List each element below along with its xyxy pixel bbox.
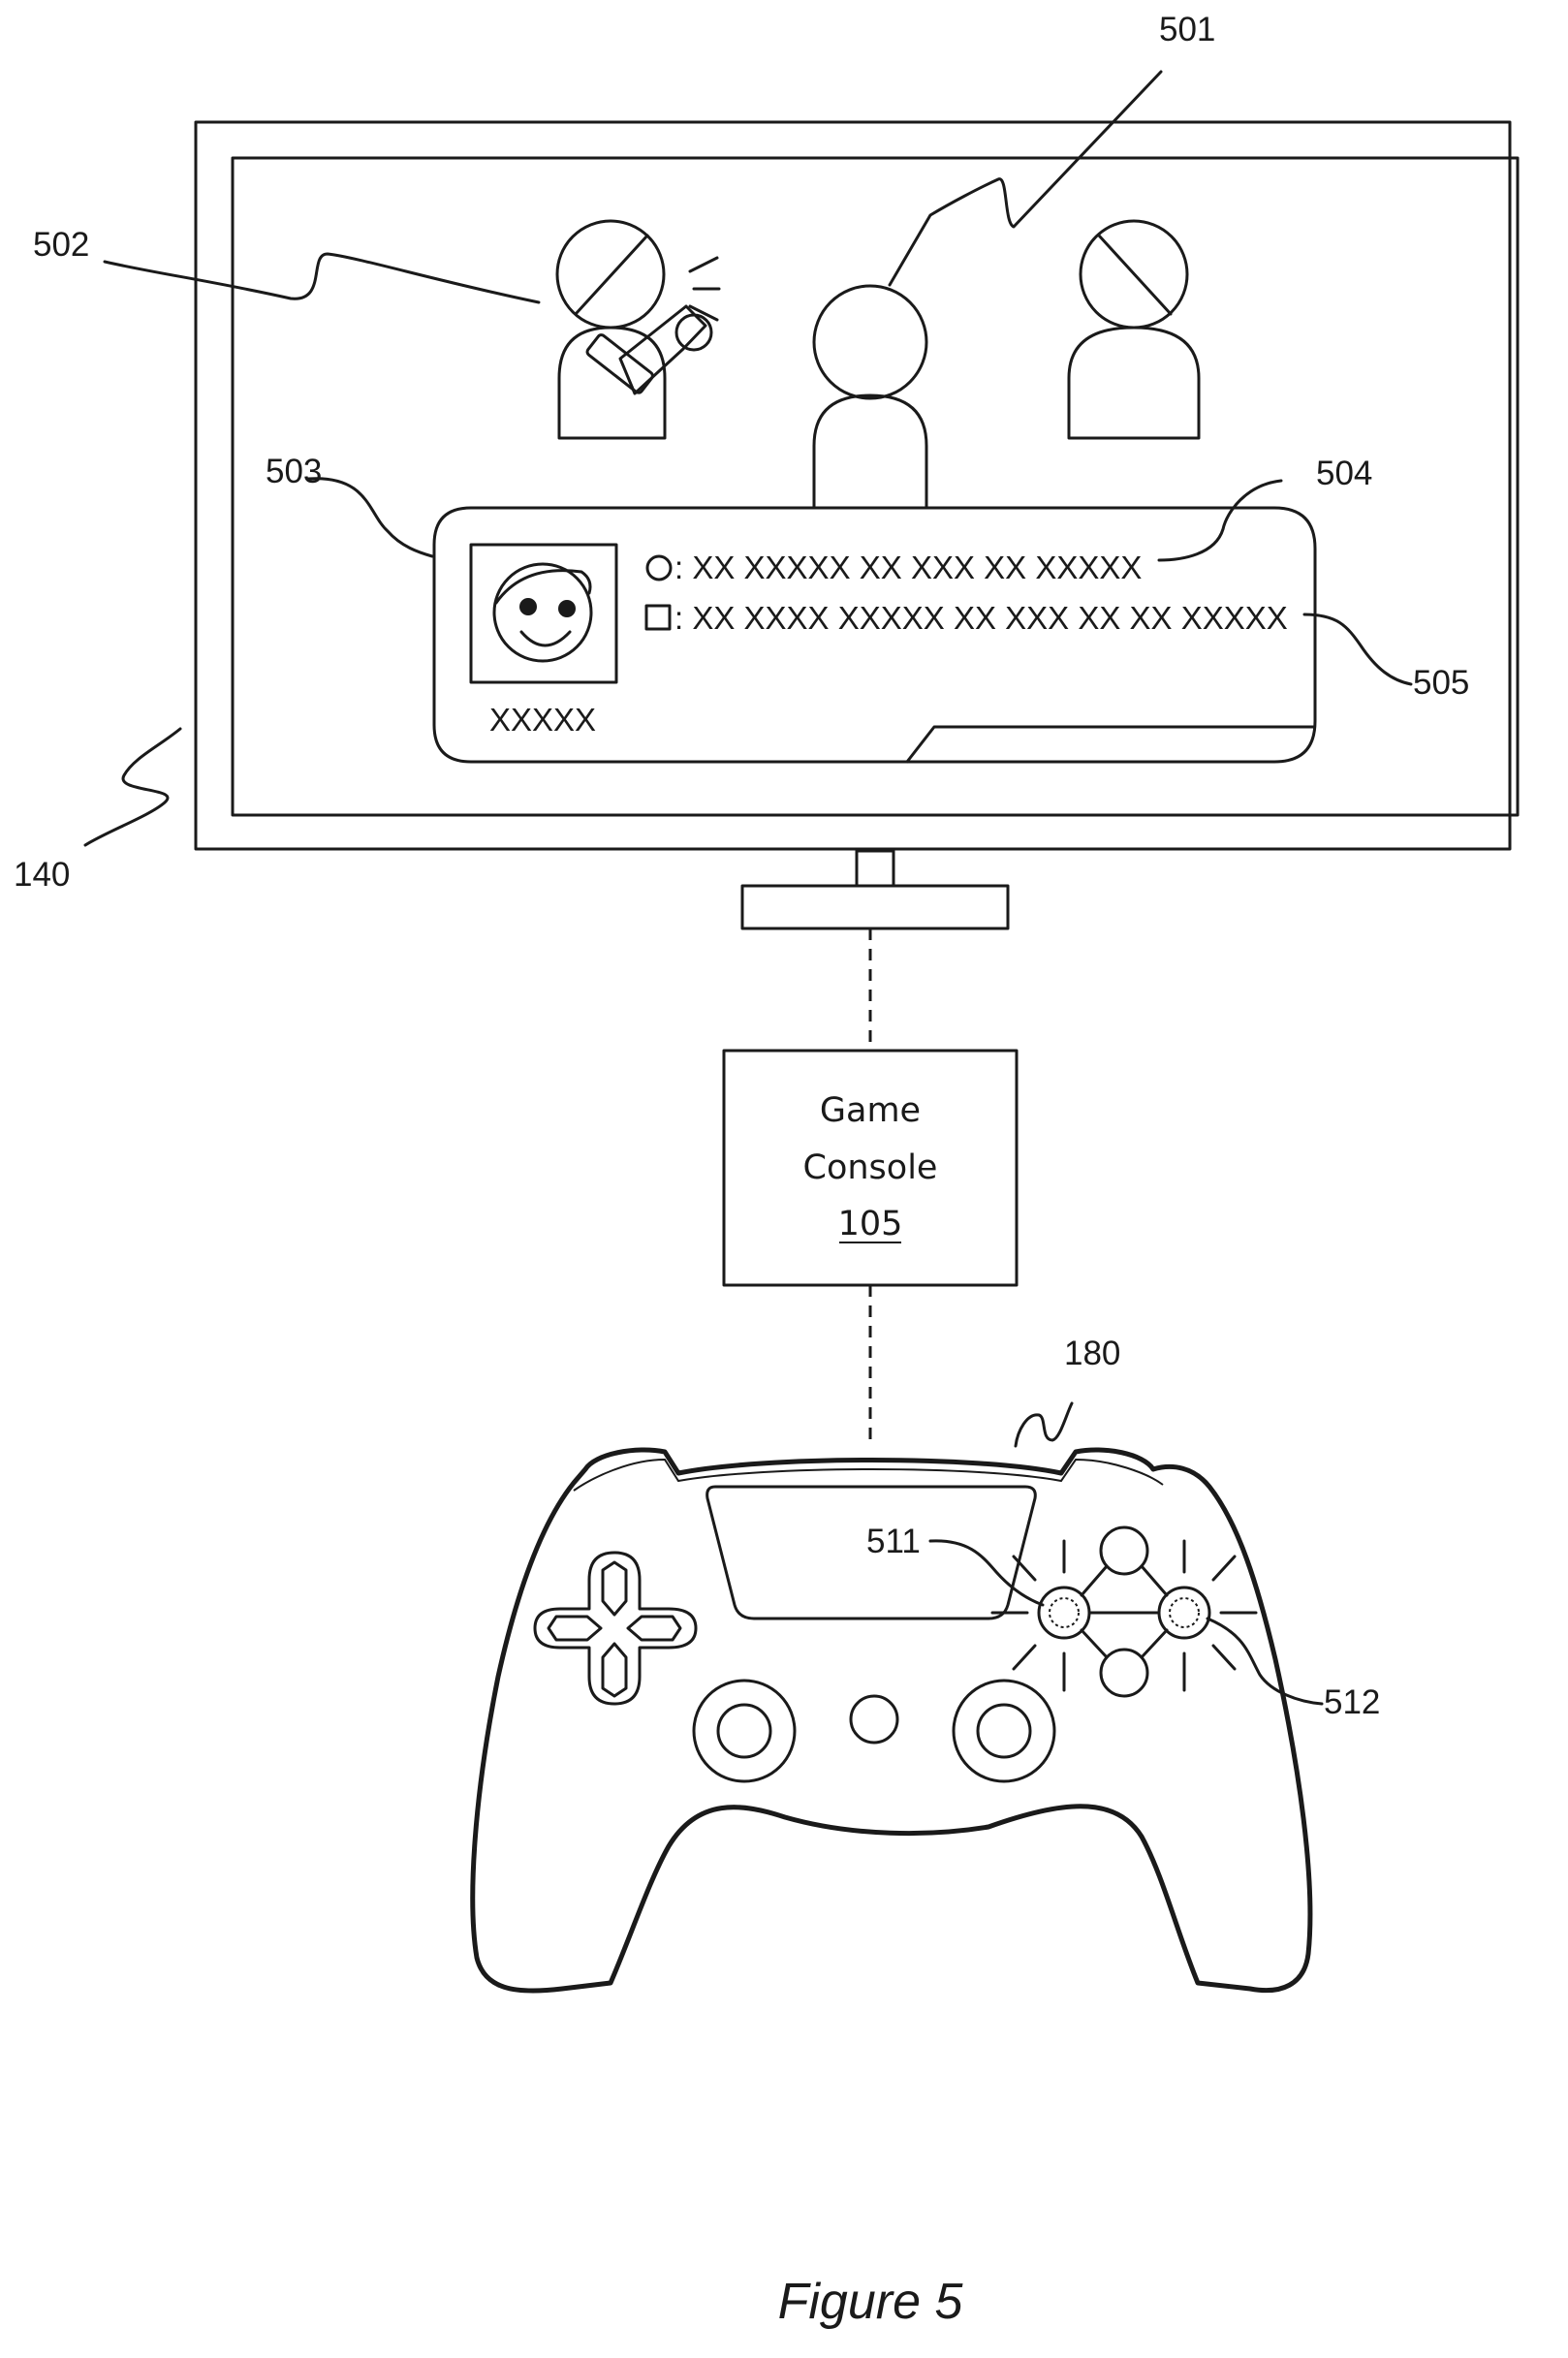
ref-label-503: 503 bbox=[266, 453, 322, 490]
touchpad bbox=[706, 1485, 1037, 1620]
button-glow-rays bbox=[990, 1539, 1258, 1692]
console-label-line2: Console bbox=[803, 1148, 938, 1187]
console-label-line1: Game bbox=[820, 1091, 921, 1130]
leader-502 bbox=[103, 252, 541, 304]
display-device bbox=[194, 120, 1520, 930]
ref-label-511: 511 bbox=[866, 1523, 921, 1560]
popup-username: XXXXX bbox=[489, 702, 596, 738]
left-analog-stick bbox=[692, 1679, 797, 1783]
face-button-left-inner bbox=[1049, 1597, 1080, 1628]
ref-label-502: 502 bbox=[33, 226, 89, 264]
game-controller bbox=[470, 1447, 1313, 1994]
ref-label-140: 140 bbox=[14, 856, 70, 894]
square-button-icon bbox=[644, 604, 672, 631]
figure-caption: Figure 5 bbox=[778, 2274, 964, 2330]
circle-button-icon bbox=[645, 554, 673, 582]
game-console: Game Console 105 bbox=[722, 1049, 1019, 1287]
leader-504 bbox=[1157, 479, 1283, 562]
face-button-right-inner bbox=[1169, 1597, 1200, 1628]
right-analog-stick bbox=[952, 1679, 1056, 1783]
avatar-muted bbox=[1067, 219, 1201, 440]
console-ref-number: 105 bbox=[838, 1205, 903, 1243]
display-outer-frame bbox=[194, 120, 1512, 851]
display-stand-base bbox=[740, 884, 1010, 930]
popup-frame bbox=[432, 506, 1317, 764]
display-neck bbox=[855, 849, 895, 888]
leader-180 bbox=[1014, 1401, 1074, 1448]
leader-511 bbox=[928, 1539, 1045, 1607]
leader-501 bbox=[888, 70, 1163, 287]
controller-top-trim bbox=[573, 1458, 1164, 1492]
leader-140 bbox=[83, 727, 182, 847]
avatar-muted-speaking bbox=[555, 219, 721, 440]
ref-label-504: 504 bbox=[1316, 455, 1372, 492]
ref-label-180: 180 bbox=[1064, 1335, 1120, 1372]
game-console-box bbox=[722, 1049, 1019, 1287]
leader-503 bbox=[306, 477, 434, 558]
dpad bbox=[533, 1551, 698, 1706]
ref-label-505: 505 bbox=[1413, 664, 1469, 702]
ref-label-501: 501 bbox=[1159, 11, 1215, 48]
leader-505 bbox=[1302, 613, 1413, 686]
face-button-bottom bbox=[1099, 1648, 1149, 1698]
popup-tab bbox=[905, 725, 1316, 764]
user-profile-picture bbox=[469, 543, 618, 684]
face-button-top bbox=[1099, 1525, 1149, 1576]
notification-popup: XXXXX : XX XXXXX XX XXX XX XXXXX : XX XX… bbox=[432, 506, 1317, 764]
ref-label-512: 512 bbox=[1324, 1683, 1380, 1721]
avatar-active-user bbox=[812, 284, 928, 510]
center-button bbox=[849, 1694, 899, 1745]
display-screen bbox=[231, 156, 1520, 817]
option-square-text: : XX XXXX XXXXX XX XXX XX XX XXXXX bbox=[674, 600, 1288, 636]
leader-512 bbox=[1206, 1617, 1324, 1706]
option-circle-text: : XX XXXXX XX XXX XX XXXXX bbox=[674, 550, 1142, 585]
face-buttons bbox=[1037, 1525, 1211, 1698]
smiley-face-icon bbox=[492, 562, 593, 663]
controller-body bbox=[470, 1447, 1313, 1994]
